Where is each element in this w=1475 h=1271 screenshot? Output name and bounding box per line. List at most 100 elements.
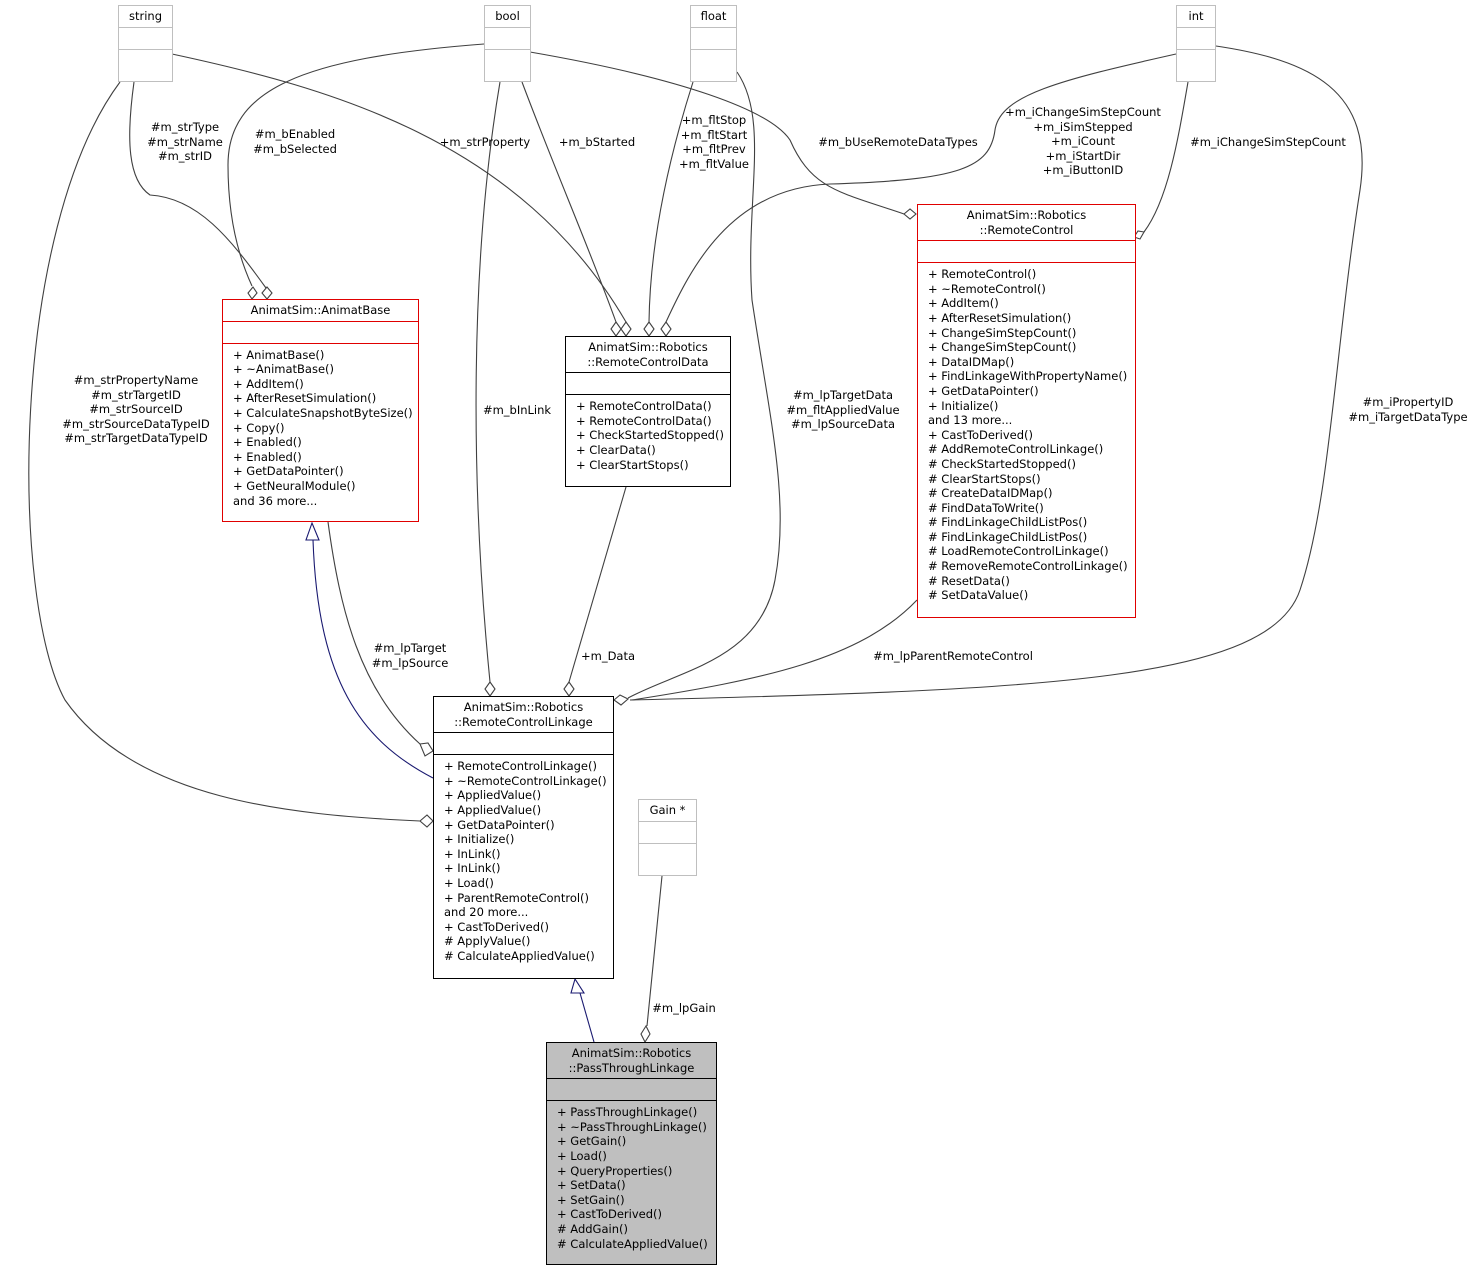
class-title: Gain *: [639, 800, 696, 821]
class-node-float[interactable]: float: [690, 5, 737, 82]
edge-label-rcd-to-rcl: +m_Data: [581, 649, 635, 664]
class-operation: # CheckStartedStopped(): [928, 456, 1076, 471]
edge-label-line: #m_lpSource: [371, 655, 449, 670]
class-node-int[interactable]: int: [1176, 5, 1216, 82]
edge-animatbase-to-remotecontrollinkage: [327, 521, 421, 745]
aggregation-diamond-animatbase-b: [261, 286, 273, 300]
aggregation-diamond-rcl-base: [419, 742, 434, 757]
inherit-arrowhead-animatbase: [305, 521, 320, 541]
class-operation: + RemoteControl(): [928, 267, 1037, 282]
edge-label-line: #m_bUseRemoteDataTypes: [818, 135, 978, 149]
class-operation: + CastToDerived(): [444, 919, 549, 934]
class-attributes: [691, 26, 736, 49]
aggregation-diamond-rcl-right: [613, 694, 629, 706]
edge-bool-to-remotecontrol: [529, 51, 905, 215]
class-title-line: AnimatSim::Robotics: [571, 1046, 692, 1060]
edge-label-line: #m_iChangeSimStepCount: [1190, 135, 1346, 149]
edge-gain-to-passthroughlinkage: [646, 875, 663, 1027]
edge-label-line: #m_bEnabled: [254, 127, 336, 141]
class-operation: + RemoteControlData(): [576, 413, 712, 428]
class-operation: + Load(): [557, 1148, 607, 1163]
class-operations: + PassThroughLinkage()+ ~PassThroughLink…: [547, 1100, 716, 1255]
class-node-gain[interactable]: Gain *: [638, 799, 697, 876]
class-node-passthroughlinkage[interactable]: AnimatSim::Robotics ::PassThroughLinkage…: [546, 1042, 717, 1265]
edge-label-str-to-rcd: +m_strProperty: [440, 135, 530, 150]
edge-bool-to-remotecontrollinkage: [475, 81, 501, 683]
class-operation: + Load(): [444, 875, 494, 890]
class-operation: + InLink(): [444, 846, 501, 861]
class-title: float: [691, 6, 736, 27]
class-operation: + DataIDMap(): [928, 354, 1015, 369]
class-title-line: string: [128, 9, 162, 23]
class-operation: + InLink(): [444, 861, 501, 876]
edge-float-to-remotecontrollinkage: [627, 71, 781, 699]
class-node-remotecontrollinkage[interactable]: AnimatSim::Robotics ::RemoteControlLinka…: [433, 696, 614, 979]
class-operations: + RemoteControlLinkage()+ ~RemoteControl…: [434, 754, 613, 967]
class-operation: + Initialize(): [444, 832, 515, 847]
edge-label-int-to-rcl: #m_iPropertyID#m_iTargetDataType: [1348, 395, 1467, 424]
class-operation: and 36 more...: [233, 493, 318, 508]
class-operation: + AfterResetSimulation(): [928, 310, 1072, 325]
edge-label-line: #m_strName: [147, 134, 223, 149]
class-operations: [691, 48, 736, 71]
aggregation-diamond-ptl-gain: [640, 1024, 651, 1044]
edge-label-str-to-base: #m_strType#m_strName#m_strID: [147, 120, 223, 164]
class-attributes: [639, 820, 696, 843]
class-operation: + ClearData(): [576, 442, 656, 457]
edge-label-line: #m_lpSourceData: [790, 417, 896, 432]
edge-label-line: #m_lpParentRemoteControl: [873, 649, 1033, 663]
class-node-animatbase[interactable]: AnimatSim::AnimatBase + AnimatBase()+ ~A…: [222, 299, 419, 522]
class-title-line: AnimatSim::Robotics: [463, 700, 584, 714]
class-operation: + Enabled(): [233, 449, 302, 464]
class-operation: + RemoteControlData(): [576, 399, 712, 414]
edge-string-to-remotecontrollinkage: [28, 81, 421, 822]
class-operation: + SetData(): [557, 1178, 626, 1193]
class-operation: # ResetData(): [928, 573, 1010, 588]
edge-label-line: +m_fltStop: [681, 113, 747, 127]
class-node-bool[interactable]: bool: [484, 5, 531, 82]
edge-label-line: +m_bStarted: [558, 135, 636, 149]
edge-label-line: +m_fltValue: [679, 156, 749, 171]
edge-label-float-to-rcl: #m_lpTargetData#m_fltAppliedValue#m_lpSo…: [786, 388, 899, 432]
edge-bool-to-remotecontroldata: [521, 81, 617, 323]
class-operation: + CastToDerived(): [557, 1207, 662, 1222]
class-operation: # CreateDataIDMap(): [928, 486, 1053, 501]
class-operation: + GetNeuralModule(): [233, 478, 356, 493]
class-operation: + GetDataPointer(): [928, 383, 1039, 398]
class-operation: + ChangeSimStepCount(): [928, 340, 1077, 355]
edge-label-line: +m_iButtonID: [1042, 163, 1124, 178]
class-operation: + ~PassThroughLinkage(): [557, 1119, 707, 1134]
edge-label-line: +m_fltStart: [680, 127, 748, 142]
class-node-string[interactable]: string: [118, 5, 173, 82]
class-title-line: AnimatSim::Robotics: [966, 208, 1087, 222]
edge-string-to-animatbase: [129, 81, 267, 289]
class-operation: # FindDataToWrite(): [928, 500, 1044, 515]
edge-label-line: #m_bSelected: [253, 141, 337, 156]
edge-label-line: #m_bInLink: [482, 403, 552, 417]
class-node-remotecontrol[interactable]: AnimatSim::Robotics ::RemoteControl + Re…: [917, 204, 1136, 618]
class-title-line: Gain *: [649, 803, 686, 817]
class-title: string: [119, 6, 172, 27]
edge-int-to-remotecontroldata: [665, 53, 1177, 323]
class-node-remotecontroldata[interactable]: AnimatSim::Robotics ::RemoteControlData …: [565, 336, 731, 487]
class-title: AnimatSim::Robotics ::RemoteControlLinka…: [434, 697, 613, 732]
edge-label-line: +m_Data: [580, 649, 636, 663]
class-title: AnimatSim::Robotics ::RemoteControl: [918, 205, 1135, 240]
edge-label-float-to-rcd: +m_fltStop+m_fltStart+m_fltPrev+m_fltVal…: [679, 113, 749, 171]
edge-label-int-to-rc: #m_iChangeSimStepCount: [1190, 135, 1346, 150]
class-operation: and 13 more...: [928, 413, 1013, 428]
edge-label-rc-to-rcl: #m_lpParentRemoteControl: [873, 649, 1033, 664]
class-operation: + ~AnimatBase(): [233, 362, 335, 377]
class-operation: # SetDataValue(): [928, 588, 1029, 603]
class-operation: # FindLinkageChildListPos(): [928, 529, 1088, 544]
class-operation: + Enabled(): [233, 435, 302, 450]
class-attributes: [119, 26, 172, 49]
edge-label-line: +m_iSimStepped: [1033, 119, 1133, 134]
class-attributes: [566, 372, 730, 394]
edge-inherit-remotecontrollinkage-animatbase: [312, 539, 434, 779]
aggregation-diamond-rcl-string: [419, 814, 434, 828]
aggregation-diamond-rcl-bool: [484, 681, 496, 697]
class-title: AnimatSim::Robotics ::RemoteControlData: [566, 337, 730, 372]
class-title-line: ::PassThroughLinkage: [568, 1060, 695, 1075]
class-operations: [119, 48, 172, 71]
